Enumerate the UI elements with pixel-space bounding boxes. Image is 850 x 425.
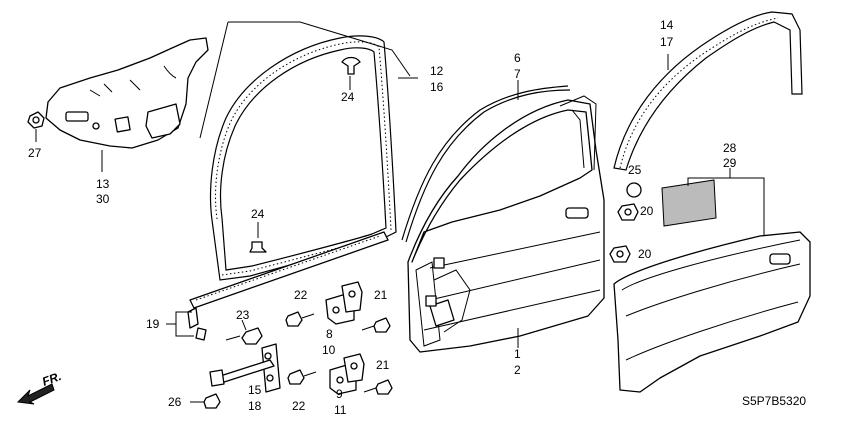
callout-15: 15 [248,383,262,397]
callout-numbers: 27 13 30 12 16 24 24 6 7 14 17 25 20 20 … [28,18,737,417]
callout-25: 25 [628,163,642,177]
callout-23: 23 [236,308,250,322]
upper-hinge [325,281,363,325]
clip-24-upper [341,56,361,75]
bolt-21-upper [361,317,391,333]
bolt-23 [225,327,263,345]
bolt-21-lower [363,379,393,395]
callout-10: 10 [322,343,336,357]
lower-hinge [329,353,365,395]
callout-13: 13 [96,177,110,191]
callout-26: 26 [168,395,182,409]
callout-2: 2 [514,363,521,377]
callout-1: 1 [514,347,521,361]
callout-17: 17 [660,35,674,49]
grommet-25 [626,182,642,198]
bolt-22-upper [285,311,315,327]
clip-27 [27,111,45,129]
clip-20-upper [617,203,639,221]
callout-21-lower: 21 [376,358,390,372]
callout-6: 6 [514,51,521,65]
front-direction-arrow [16,383,55,405]
callout-14: 14 [660,18,674,32]
callout-16: 16 [430,80,444,94]
clip-24-lower [249,241,267,253]
direction-label: FR. [40,369,63,389]
callout-27: 27 [28,146,42,160]
door-check-strap [209,343,281,393]
outer-door-panel [613,231,811,393]
callout-30: 30 [96,192,110,206]
callout-20-upper: 20 [640,204,654,218]
diagram-code: S5P7B5320 [742,394,806,408]
callout-29: 29 [723,156,737,170]
clip-20-lower [609,245,631,263]
door-weatherstrip-arc [613,11,803,171]
callout-9: 9 [336,387,343,401]
callout-24-upper: 24 [341,90,355,104]
bolt-26 [190,393,221,409]
sill-trim-strip [187,231,389,341]
callout-22-upper: 22 [294,288,308,302]
callout-24-lower: 24 [251,207,265,221]
door-plastic-cover [45,37,209,149]
callout-28: 28 [723,141,737,155]
callout-18: 18 [248,399,262,413]
door-skin-inner [407,95,605,353]
callout-19: 19 [146,317,160,331]
callout-8: 8 [326,327,333,341]
callout-22-lower: 22 [292,399,306,413]
bolt-22-lower [287,369,317,385]
callout-7: 7 [514,67,521,81]
door-sash-molding [401,85,571,243]
callout-12: 12 [430,64,444,78]
callout-21-upper: 21 [374,288,388,302]
callout-11: 11 [334,403,347,417]
callout-20-lower: 20 [638,247,652,261]
door-protector-pad [661,179,717,227]
